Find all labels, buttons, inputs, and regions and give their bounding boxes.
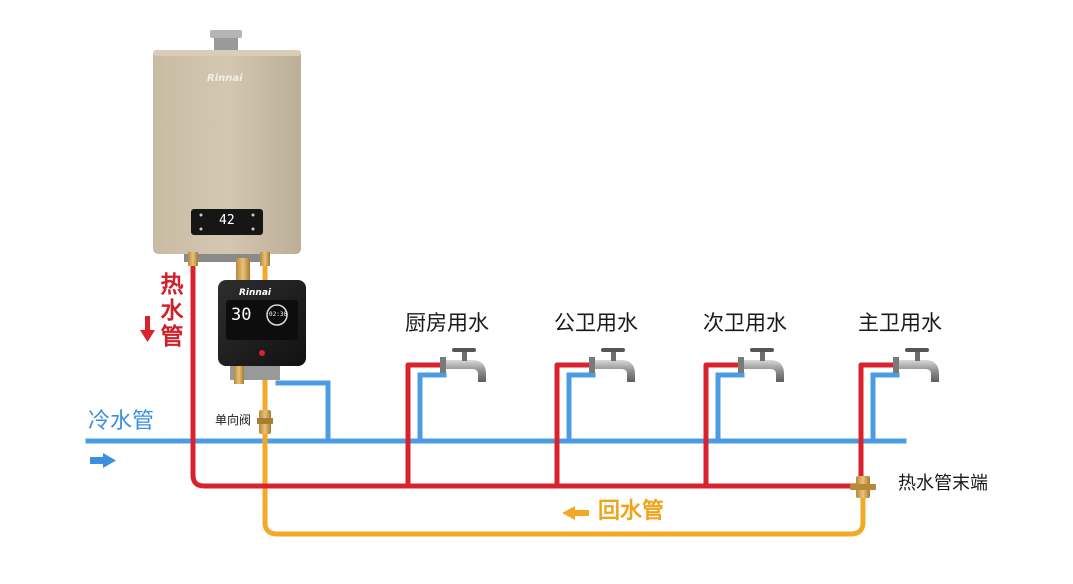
tap-label-public-bath: 公卫用水 <box>554 311 638 335</box>
hot-pipe-label: 热水管 <box>160 272 184 350</box>
heater-display-panel <box>191 209 263 235</box>
check-valve-label: 单向阀 <box>215 413 252 427</box>
hot-pipe-end-label: 热水管末端 <box>898 473 988 494</box>
tap-label-master-bath: 主卫用水 <box>858 311 942 335</box>
hot-water-pipe <box>190 260 893 489</box>
pump-time-display: 02:30 <box>269 311 288 318</box>
faucet-kitchen <box>440 348 486 382</box>
faucet-master-bath <box>893 348 939 382</box>
tap-label-second-bath: 次卫用水 <box>703 311 787 335</box>
power-icon <box>259 350 265 356</box>
return-flow-arrow <box>562 506 589 520</box>
faucet-public-bath <box>589 348 635 382</box>
hot-pipe-end-valve <box>850 476 876 498</box>
faucet-second-bath <box>738 348 784 382</box>
cold-flow-arrow <box>90 453 116 468</box>
return-water-pipe <box>262 260 866 537</box>
heater-temperature-display: 42 <box>219 213 235 228</box>
water-heater <box>153 30 301 266</box>
check-valve <box>257 410 273 434</box>
tap-label-kitchen: 厨房用水 <box>405 311 489 335</box>
pump-screen <box>226 300 298 340</box>
cold-pipe-label: 冷水管 <box>88 409 155 434</box>
return-pipe-label: 回水管 <box>598 499 665 524</box>
heater-brand-logo: Rinnai <box>207 73 243 84</box>
circulation-pump <box>218 258 306 384</box>
pump-temperature-display: 30 <box>231 305 252 325</box>
cold-water-pipe <box>85 372 907 444</box>
hot-flow-arrow <box>140 316 155 342</box>
pump-brand-logo: Rinnai <box>239 288 271 298</box>
